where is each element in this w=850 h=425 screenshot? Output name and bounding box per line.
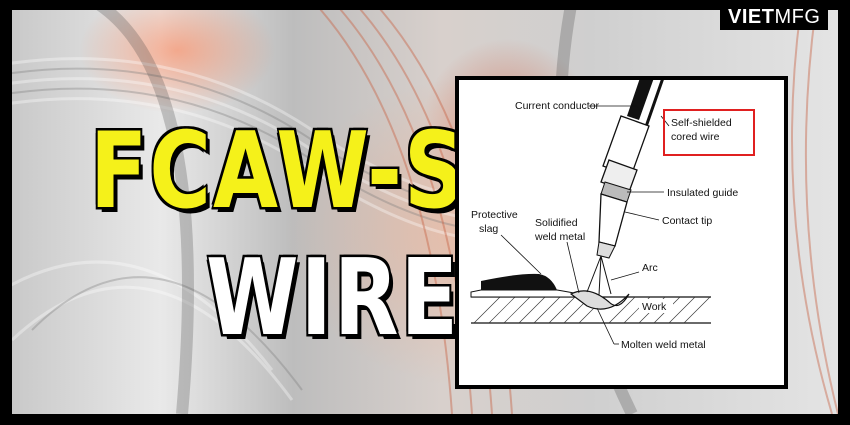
label-current-conductor: Current conductor xyxy=(515,100,600,112)
highlight-box xyxy=(663,109,755,156)
label-self-shielded: Self-shielded xyxy=(671,117,732,129)
protective-slag xyxy=(481,273,557,290)
label-insulated-guide: Insulated guide xyxy=(667,187,738,199)
label-cored-wire: cored wire xyxy=(671,131,720,143)
work-label-bg xyxy=(639,299,673,313)
current-conductor-cable xyxy=(627,80,654,120)
label-arc: Arc xyxy=(642,262,658,274)
headline-line-2: WIRE xyxy=(205,236,460,359)
leader-lines xyxy=(500,105,670,345)
label-slag: slag xyxy=(479,223,498,235)
label-molten-weld-metal: Molten weld metal xyxy=(621,339,706,351)
label-work: Work xyxy=(642,301,667,313)
fcaw-diagram-panel: Current conductor Self-shielded cored wi… xyxy=(455,76,788,389)
solidified-weld-bead xyxy=(470,289,588,298)
arc xyxy=(586,255,612,296)
label-contact-tip: Contact tip xyxy=(662,215,712,227)
headline-line-1: FCAW-S xyxy=(89,109,467,232)
brand-logo: VIETMFG xyxy=(720,4,829,30)
molten-weld-pool xyxy=(569,290,630,310)
label-protective: Protective xyxy=(471,209,518,221)
brand-bold: VIET xyxy=(728,6,775,28)
label-solidified: Solidified xyxy=(535,217,578,229)
brand-light: MFG xyxy=(774,6,821,28)
label-weld-metal: weld metal xyxy=(534,231,585,243)
fcaw-diagram: Current conductor Self-shielded cored wi… xyxy=(470,80,755,351)
welding-gun xyxy=(596,115,650,259)
